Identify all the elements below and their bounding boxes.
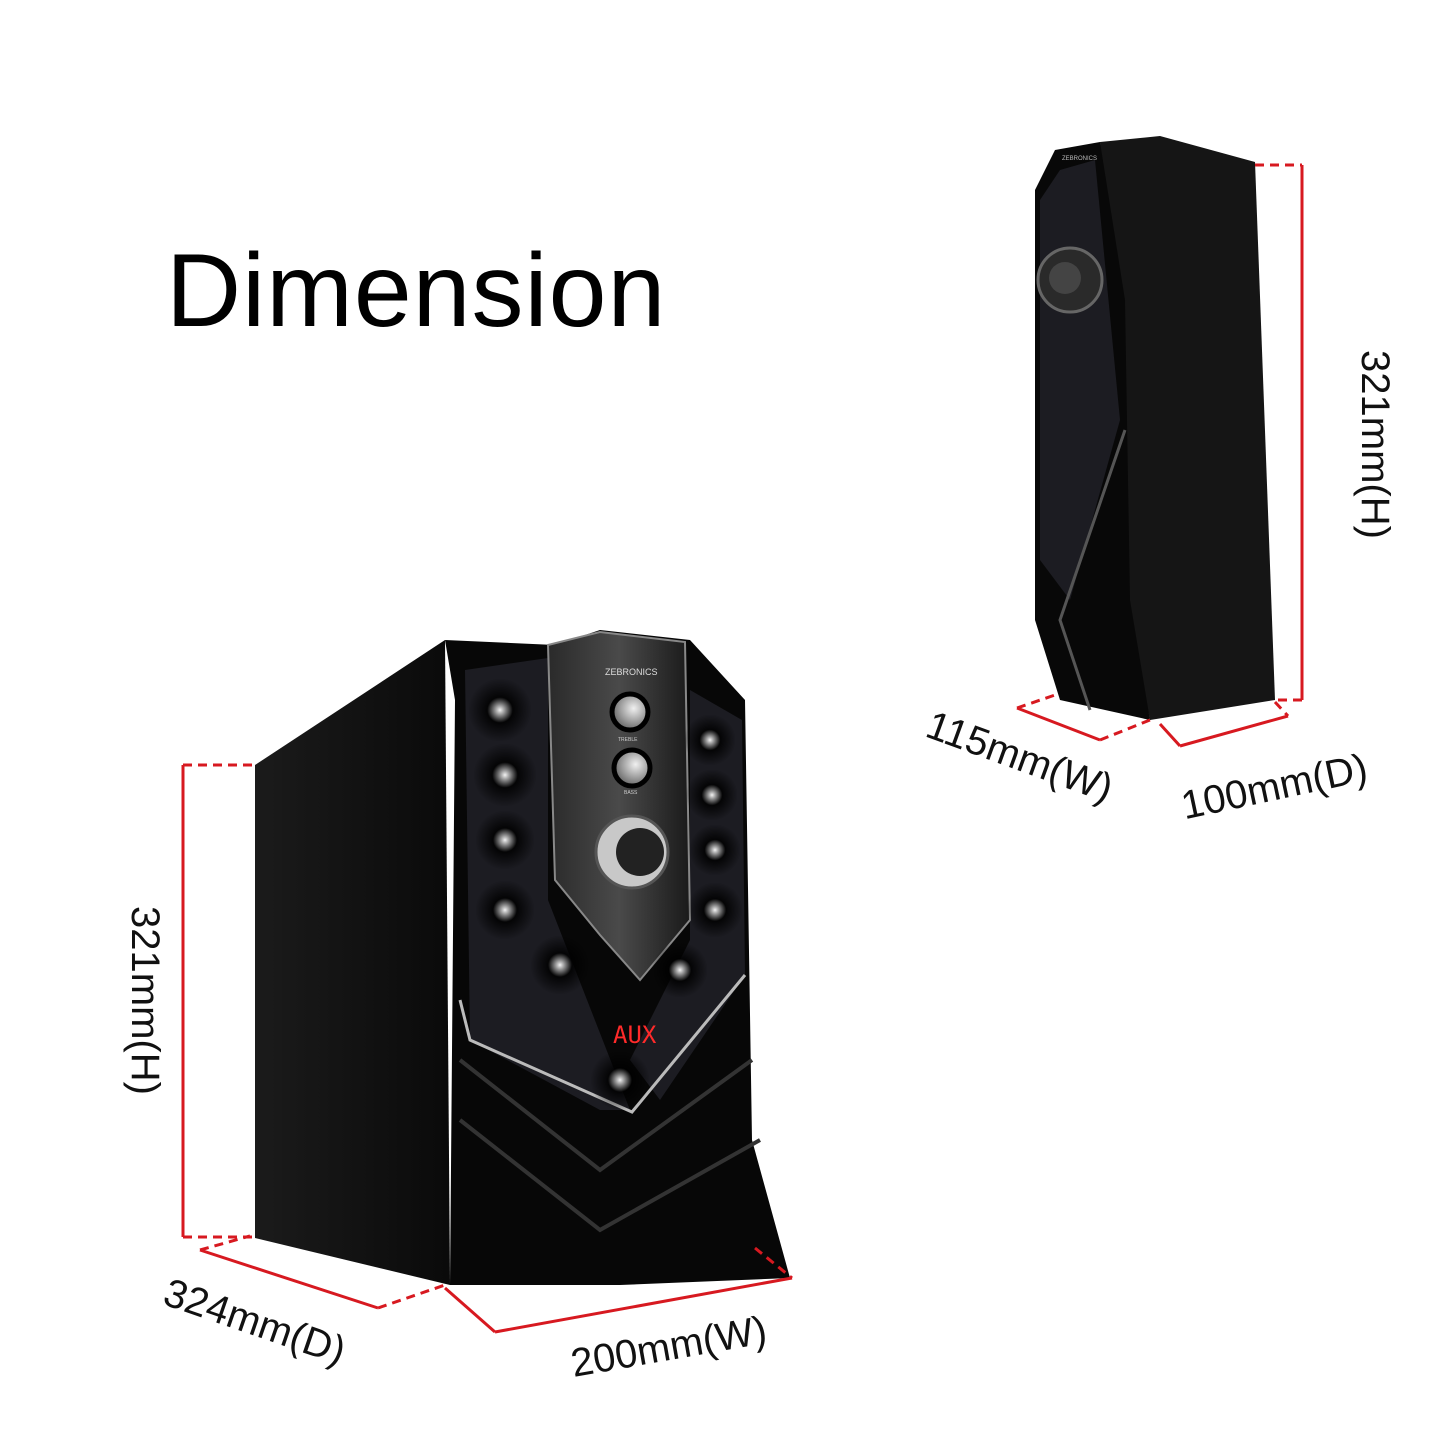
satellite-brand: ZEBRONICS [1062,156,1097,162]
sub-width-line [494,1276,793,1334]
subwoofer-side-face [255,640,450,1285]
sub-height-label: 321mm(H) [122,906,167,1095]
sub-width-ext [754,1246,793,1280]
aux-display: AUX [613,1021,657,1049]
bass-knob-icon [611,747,653,789]
sat-width-ext [1099,718,1151,742]
treble-knob-icon [609,691,651,733]
body-ridge [458,1058,754,1173]
bass-label: BASS [624,790,638,796]
dimension-lines [181,163,1304,1334]
sub-width-ext [444,1286,496,1334]
sat-height-label: 321mm(H) [1352,350,1397,539]
sat-depth-line [1179,714,1289,748]
treble-label: TREBLE [618,737,638,743]
sat-depth-ext [1158,722,1182,748]
page-title: Dimension [166,233,667,349]
satellite-driver-dome [1049,262,1081,294]
subwoofer-brand: ZEBRONICS [605,667,658,677]
body-ridge [458,1118,761,1233]
sub-depth-ext [199,1234,251,1252]
subwoofer: ZEBRONICS TREBLE BASS AUX [255,630,790,1285]
rgb-leds [468,678,743,1110]
chrome-trim [458,974,747,1114]
sub-depth-line [199,1248,379,1310]
sat-width-ext [1016,693,1056,710]
satellite-speaker: ZEBRONICS [1035,136,1275,720]
satellite-ridge [1058,429,1127,711]
sub-depth-ext [377,1283,446,1310]
volume-knob-icon [616,828,664,876]
sat-width-line [1016,706,1101,742]
sat-depth-ext [1273,700,1290,718]
satellite-side-face [1100,136,1275,720]
